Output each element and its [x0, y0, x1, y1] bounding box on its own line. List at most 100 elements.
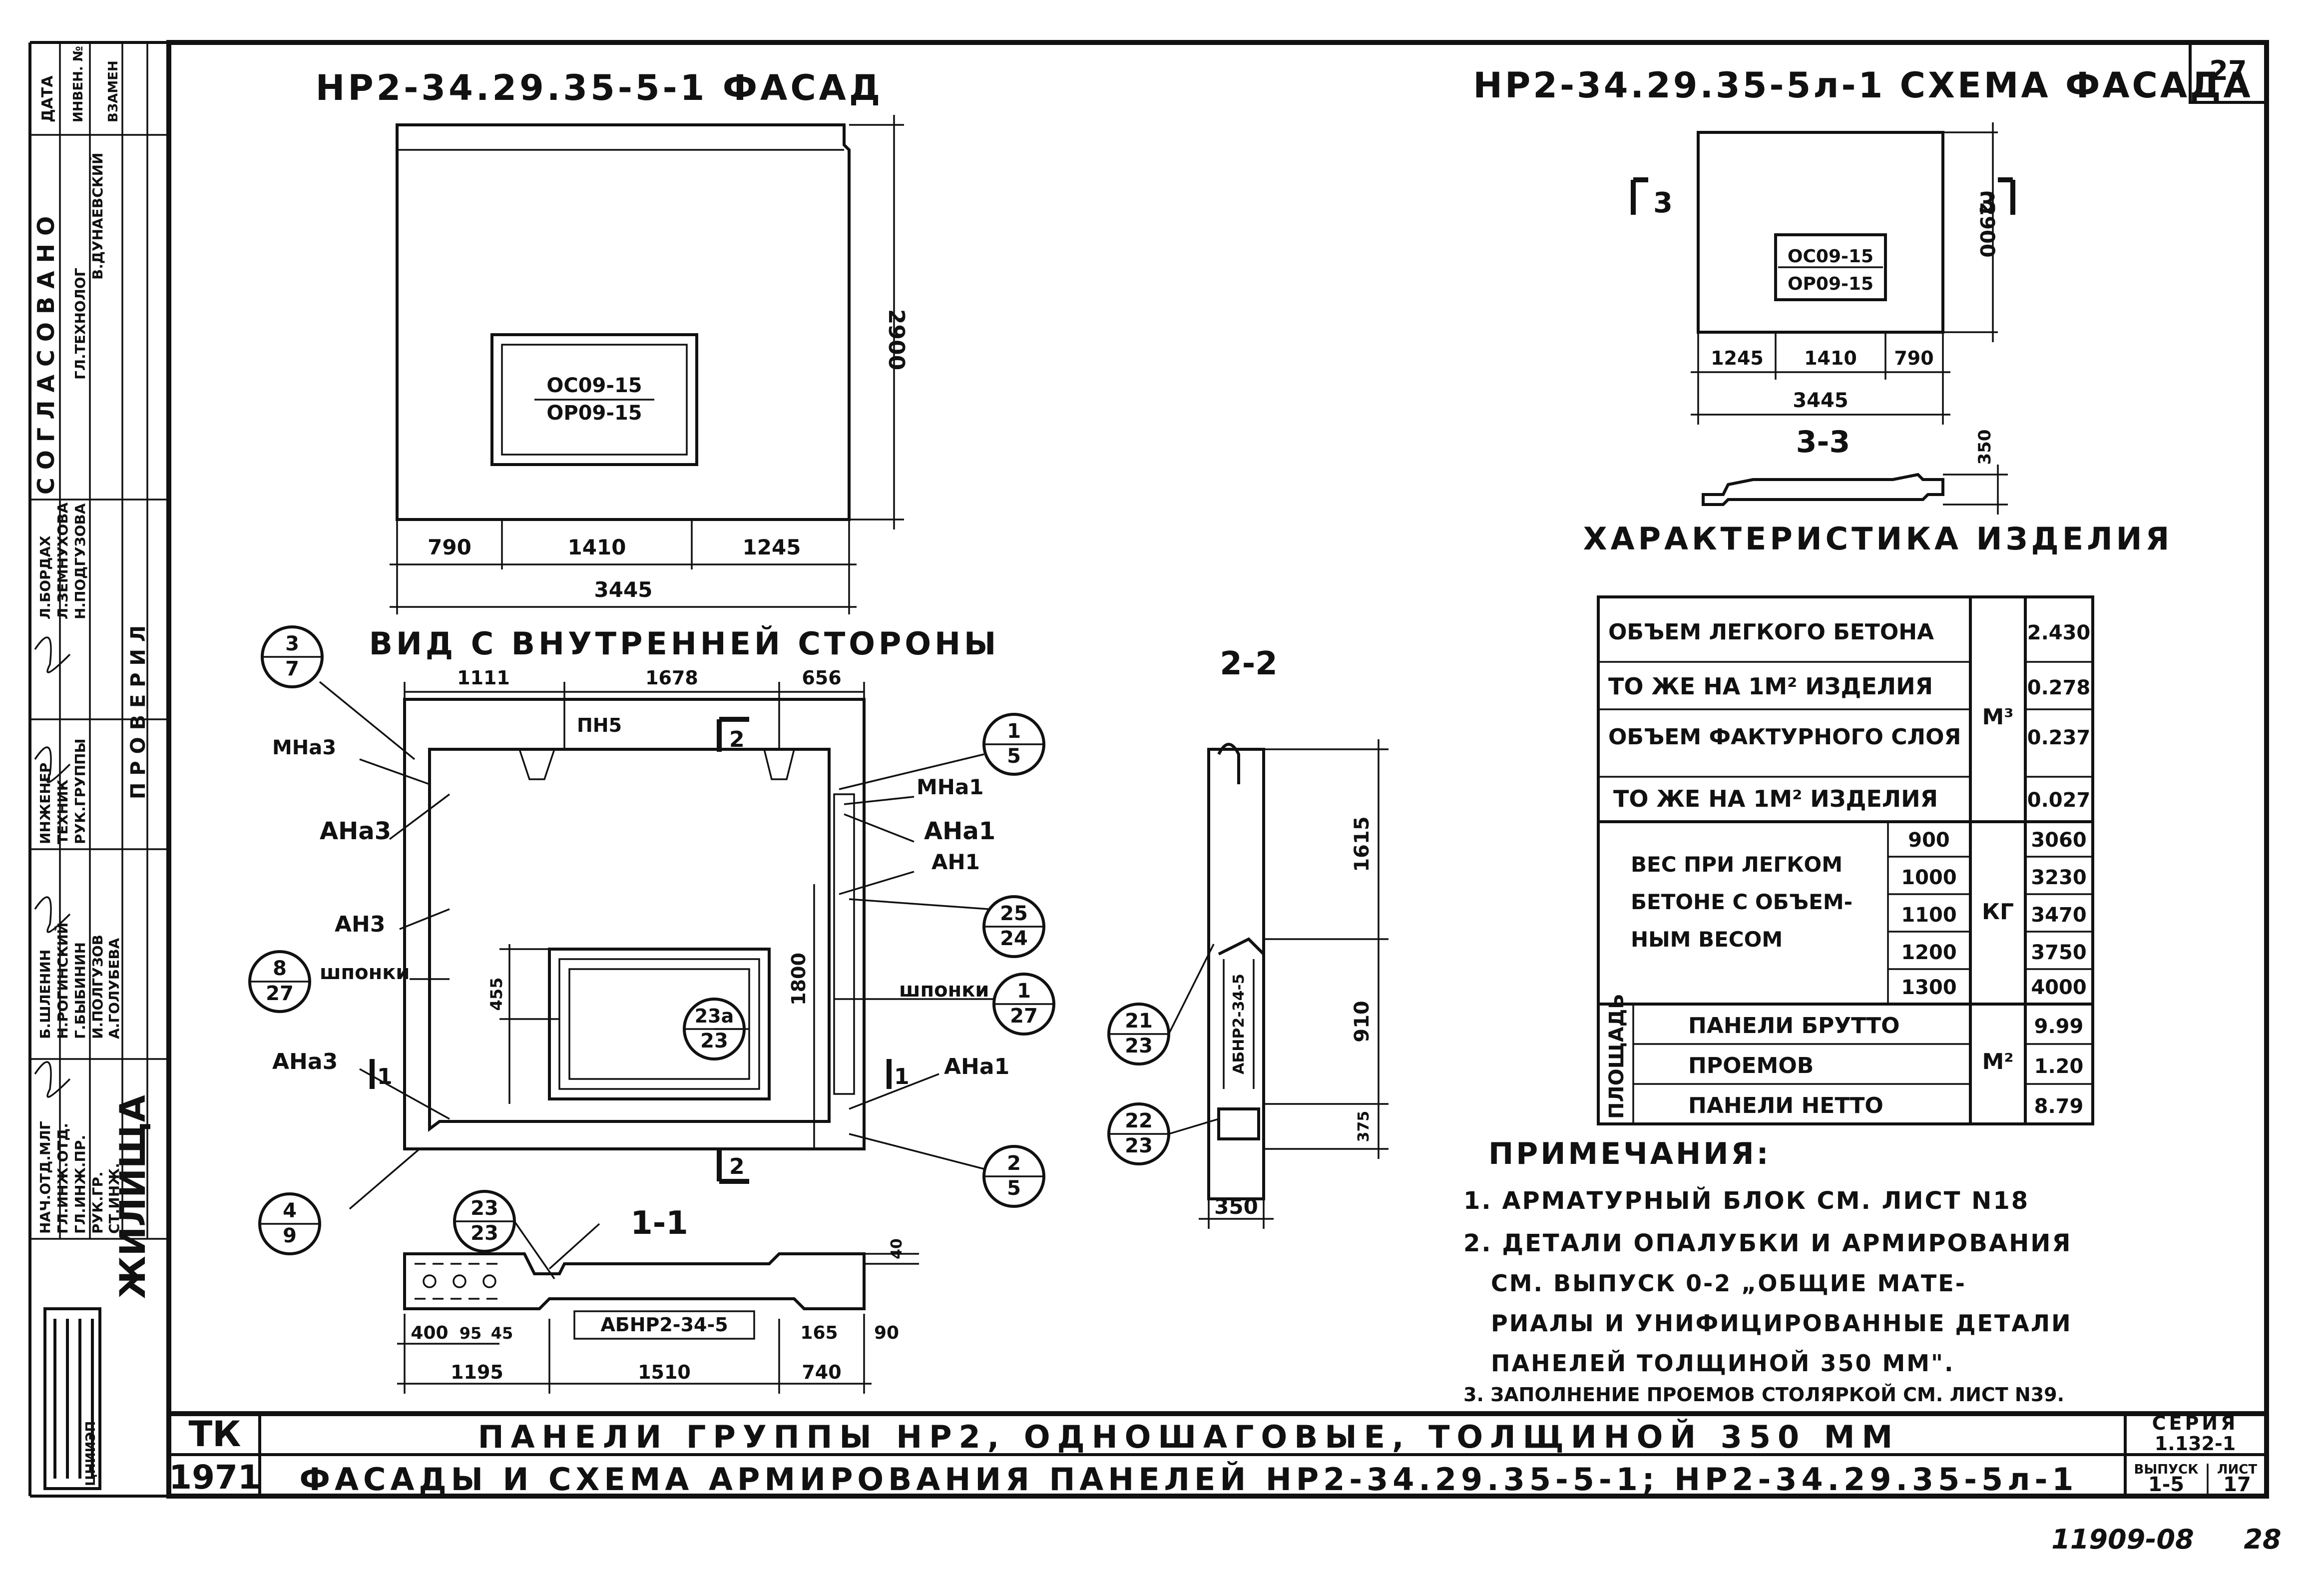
- notes-line-6: 3. ЗАПОЛНЕНИЕ ПРОЕМОВ СТОЛЯРКОЙ СМ. ЛИСТ…: [1463, 1384, 2064, 1406]
- sheet-number-box: 27: [2189, 41, 2268, 104]
- label-ana1-top: АНа1: [924, 817, 995, 845]
- section11-dim-top: 40: [888, 1238, 906, 1259]
- bubble-6-bot: 23: [700, 1030, 728, 1053]
- inner-view: ВИД С ВНУТРЕННЕЙ СТОРОНЫ 1111 1678 656 П…: [248, 625, 1055, 1255]
- bubble-3-bot: 24: [1000, 927, 1028, 950]
- section22-bubble-1-top: 21: [1125, 1010, 1153, 1033]
- section11-dim-a2: 95: [460, 1324, 482, 1343]
- spec-weight-1: 3060: [2031, 829, 2086, 852]
- section11-dim-c3: 740: [802, 1361, 841, 1383]
- sheet-label: ЛИСТ: [2217, 1462, 2257, 1477]
- label-mna1: МНа1: [917, 775, 984, 799]
- spec-density-3: 1100: [1901, 904, 1956, 927]
- scheme-dim-2: 1410: [1804, 347, 1857, 369]
- label-an1: АН1: [931, 850, 980, 874]
- scheme-title: НР2-34.29.35-5л-1 СХЕМА ФАСАДА: [1473, 65, 2253, 106]
- approval-row-6: Б.ШЛЕНИН: [37, 950, 53, 1039]
- title-line-2: ФАСАДЫ И СХЕМА АРМИРОВАНИЯ ПАНЕЛЕЙ НР2-3…: [300, 1461, 2078, 1498]
- facade-title: НР2-34.29.35-5-1 ФАСАД: [316, 67, 883, 108]
- bubble-3-top: 25: [1000, 902, 1028, 925]
- inner-top-dim-2: 1678: [645, 667, 698, 689]
- approval-row-1: НАЧ.ОТД.МЛГ: [37, 1121, 53, 1234]
- inner-cut-1-right: 1: [894, 1064, 910, 1089]
- approval-checked: П Р О В Е Р И Л: [127, 625, 150, 799]
- spec-unit-m3: М³: [1982, 704, 2013, 730]
- section-2-2: 2-2 АБНР2-34-5 1615 910 375 350 21 23 22…: [1107, 645, 1389, 1229]
- section11-bubble-top: 23: [470, 1197, 498, 1220]
- approval-row-12: ТЕХНИК: [54, 779, 71, 844]
- approval-row-5: СТ.ИНЖ.: [106, 1163, 122, 1234]
- inner-cut-2-bot: 2: [729, 1154, 745, 1179]
- notes-title: ПРИМЕЧАНИЯ:: [1488, 1136, 1771, 1171]
- approval-row-18: В.ДУНАЕВСКИЙ: [89, 153, 106, 280]
- spec-table: ХАРАКТЕРИСТИКА ИЗДЕЛИЯ ОБЪЕМ ЛЕГКОГО БЕТ…: [1583, 521, 2173, 1125]
- spec-area-1-label: ПАНЕЛИ БРУТТО: [1688, 1013, 1900, 1039]
- spec-row-2-label: ТО ЖЕ НА 1М² ИЗДЕЛИЯ: [1608, 673, 1933, 700]
- label-ana3-bot: АНа3: [272, 1049, 338, 1074]
- scheme-dim-height: 2900: [1975, 202, 1998, 257]
- spec-weight-4: 3750: [2031, 941, 2086, 964]
- bubble-5-bot: 27: [266, 982, 294, 1005]
- year-label: 1971: [169, 1458, 261, 1497]
- sheet-frame: [28, 40, 2269, 1499]
- sheet-value: 17: [2223, 1473, 2251, 1496]
- spec-weight-label-3: НЫМ ВЕСОМ: [1631, 927, 1783, 952]
- approval-row-8: Г.БЫБИНИН: [72, 942, 88, 1039]
- facade-dim-height: 2900: [884, 309, 909, 370]
- issue-label: ВЫПУСК: [2134, 1462, 2199, 1477]
- approval-row-13: РУК.ГРУППЫ: [72, 739, 88, 844]
- section11-dim-a3: 45: [491, 1324, 513, 1343]
- approval-row-7: Н.РОГИНСКИЙ: [54, 923, 71, 1039]
- approval-row-14: Л.БОРДАХ: [37, 535, 53, 619]
- spec-density-2: 1000: [1901, 866, 1956, 889]
- label-shponki-left: шпонки: [320, 961, 410, 984]
- scheme-window-bottom: ОР09-15: [1788, 274, 1873, 294]
- spec-weight-label-2: БЕТОНЕ С ОБЪЕМ-: [1631, 890, 1853, 914]
- section11-dim-c2: 1510: [638, 1361, 691, 1383]
- bubble-5-top: 8: [273, 957, 287, 980]
- spec-unit-m2: М²: [1982, 1049, 2013, 1074]
- scheme-window-top: ОС09-15: [1788, 246, 1873, 267]
- approval-row-10: А.ГОЛУБЕВА: [106, 938, 122, 1039]
- scheme-dim-total: 3445: [1793, 389, 1848, 412]
- spec-density-5: 1300: [1901, 976, 1956, 999]
- bubble-1-bot: 7: [285, 657, 299, 680]
- bubble-1-top: 3: [285, 632, 299, 655]
- org-name: ЖИЛИЩА: [112, 1095, 153, 1299]
- section11-block: АБНР2-34-5: [600, 1314, 728, 1336]
- spec-title: ХАРАКТЕРИСТИКА ИЗДЕЛИЯ: [1583, 521, 2173, 557]
- facade-dim-total: 3445: [594, 577, 653, 602]
- bubble-4-top: 1: [1017, 980, 1031, 1003]
- section22-dim-1: 1615: [1351, 816, 1374, 872]
- issue-value: 1-5: [2148, 1473, 2184, 1496]
- section22-dim-3: 375: [1355, 1111, 1373, 1142]
- label-shponki-right: шпонки: [899, 979, 989, 1002]
- spec-weight-unit: КГ: [1982, 899, 2014, 925]
- approval-row-9: И.ПОЛГУЗОВ: [89, 935, 106, 1039]
- tk-label: ТК: [189, 1414, 241, 1455]
- section22-bubble-2-top: 22: [1125, 1109, 1153, 1132]
- approval-row-4: РУК.ГР.: [89, 1171, 106, 1234]
- approval-row-2: ГЛ.ИНЖ.ОТД.: [54, 1123, 71, 1234]
- scheme-section-dim: 350: [1975, 430, 1995, 465]
- spec-area-3-label: ПАНЕЛИ НЕТТО: [1688, 1093, 1883, 1118]
- section11-dim-a1: 400: [411, 1323, 448, 1343]
- facade-view: НР2-34.29.35-5-1 ФАСАД ОС09-15 ОР09-15 2…: [316, 67, 909, 614]
- section22-block: АБНР2-34-5: [1230, 974, 1248, 1074]
- approval-row-17: ГЛ.ТЕХНОЛОГ: [72, 268, 88, 380]
- inner-dim-455: 455: [487, 978, 506, 1011]
- approval-row-16: Н.ПОДГУЗОВА: [72, 503, 88, 619]
- approval-strip: С О Г Л А С О В А Н О П Р О В Е Р И Л НА…: [30, 42, 169, 1240]
- notes-line-3: СМ. ВЫПУСК 0-2 „ОБЩИЕ МАТЕ-: [1491, 1270, 1966, 1297]
- bubble-2-bot: 5: [1007, 745, 1021, 768]
- inner-top-dim-1: 1111: [457, 667, 510, 689]
- spec-density-1: 900: [1908, 829, 1950, 852]
- facade-dim-3: 1245: [743, 535, 801, 559]
- spec-area-label: ПЛОЩАДЬ: [1605, 994, 1628, 1119]
- inner-cut-2-top: 2: [729, 727, 745, 752]
- section11-dim-c1: 1195: [451, 1361, 503, 1383]
- section22-bubble-2-bot: 23: [1125, 1134, 1153, 1157]
- scheme-cut-right: 3: [1978, 187, 1997, 219]
- spec-area-2-value: 1.20: [2034, 1055, 2084, 1078]
